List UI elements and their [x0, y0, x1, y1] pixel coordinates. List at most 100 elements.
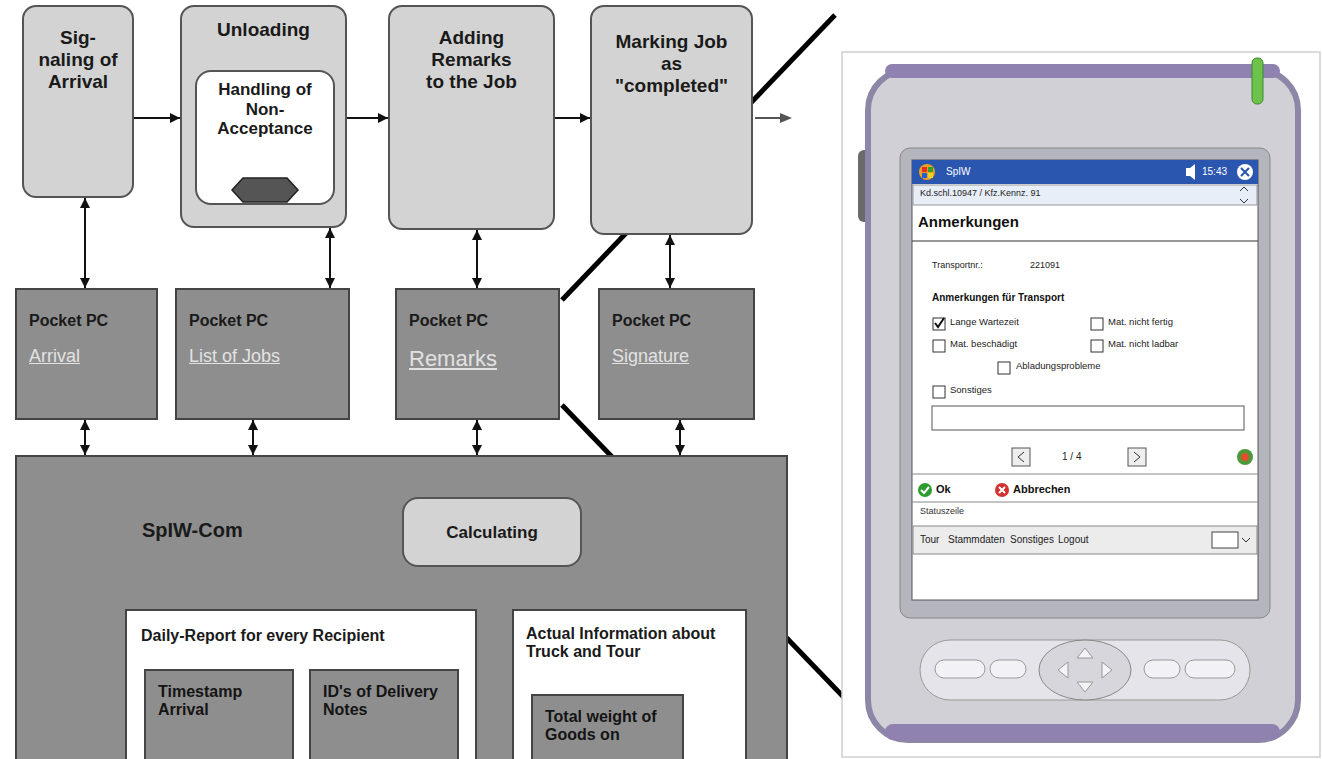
node-title: Daily-Report for every Recipient — [141, 627, 467, 645]
pocket-pc-device — [918, 483, 932, 497]
pocket-pc-device — [932, 406, 1244, 430]
node-title: SpIW-Com — [142, 519, 342, 542]
pocket-pc-device — [921, 487, 929, 493]
outgoing-arrow — [755, 117, 782, 119]
server-box: SpIW-Com CalculatingDaily-Report for ever… — [15, 455, 788, 759]
node-title: Pocket PC — [409, 312, 550, 330]
screen-text: Mat. beschädigt — [950, 339, 1017, 349]
pocket-pc-device — [1091, 340, 1103, 352]
pocket-pc-device — [1237, 164, 1253, 180]
node-title: Handling of Non- Acceptance — [206, 80, 324, 139]
pocket-pc-device — [912, 502, 1258, 503]
device-screen-box: Pocket PCSignature — [598, 288, 755, 420]
flow-arrow — [84, 198, 86, 288]
node-link: List of Jobs — [189, 346, 340, 367]
pocket-pc-device — [912, 474, 1258, 475]
flow-arrow — [679, 420, 681, 455]
pocket-pc-device — [933, 340, 945, 352]
screen-text: Sonstiges — [950, 385, 992, 395]
pocket-pc-device — [1185, 660, 1235, 678]
screen-text: 221091 — [1030, 261, 1060, 271]
screen-text: Transportnr.: — [932, 261, 983, 271]
flow-arrow — [555, 117, 590, 119]
node-title: Pocket PC — [189, 312, 340, 330]
data-field: ID's of Delivery Notes — [309, 669, 459, 759]
hexagon-symbol — [232, 178, 298, 202]
pocket-pc-device — [885, 724, 1280, 740]
node-title: Adding Remarks to the Job — [424, 27, 519, 93]
pocket-pc-device — [1242, 538, 1250, 542]
flow-arrow — [252, 420, 254, 455]
data-field: Timestamp Arrival — [144, 669, 294, 759]
node-title: Timestamp Arrival — [158, 683, 284, 720]
screen-text: Anmerkungen für Transport — [932, 292, 1064, 303]
pocket-pc-device — [928, 173, 933, 178]
pocket-pc-device — [900, 148, 1270, 618]
node-link: Arrival — [29, 346, 148, 367]
pocket-pc-device — [1212, 532, 1238, 548]
pocket-pc-device — [1039, 640, 1131, 700]
pocket-pc-device — [1134, 452, 1140, 462]
screen-text: Sonstiges — [1010, 534, 1054, 545]
pocket-pc-device — [1091, 318, 1103, 330]
flow-arrow — [329, 228, 331, 288]
screen-text: Abbrechen — [1013, 483, 1070, 495]
node-title: Marking Job as "completed" — [613, 31, 731, 97]
screen-text: Mat. nicht ladbar — [1108, 339, 1178, 349]
pocket-pc-device — [912, 241, 1258, 242]
pocket-pc-device — [922, 167, 927, 172]
pocket-pc-device — [928, 167, 933, 172]
pocket-pc-device — [868, 70, 1298, 740]
node-title: ID's of Delivery Notes — [323, 683, 449, 720]
pocket-pc-device — [935, 660, 985, 678]
process-step: Adding Remarks to the Job — [388, 5, 555, 230]
pocket-pc-device — [912, 160, 1258, 600]
pocket-pc-device — [995, 483, 1009, 497]
pocket-pc-device — [920, 640, 1250, 700]
pocket-pc-device — [1252, 58, 1263, 104]
flow-arrow — [84, 420, 86, 455]
screen-text: Logout — [1058, 534, 1089, 545]
process-step: UnloadingHandling of Non- Acceptance — [180, 5, 347, 228]
screen-text: Stammdaten — [948, 534, 1005, 545]
report-box: Daily-Report for every RecipientTimestam… — [125, 609, 477, 759]
pocket-pc-device — [1018, 452, 1024, 462]
screen-text: Abladungsprobleme — [1016, 361, 1101, 371]
node-title: Pocket PC — [29, 312, 148, 330]
screen-text: SpIW — [946, 166, 970, 177]
pocket-pc-device — [1240, 187, 1248, 203]
pocket-pc-device — [912, 160, 1258, 184]
process-box: Calculating — [402, 497, 582, 567]
flow-arrow — [476, 420, 478, 455]
screen-text: Kd.schl.10947 / Kfz.Kennz. 91 — [920, 189, 1041, 199]
node-title: Calculating — [410, 523, 574, 543]
node-title: Unloading — [188, 19, 339, 41]
data-field: Total weight of Goods on — [531, 694, 684, 759]
node-title: Sig- naling of Arrival — [38, 27, 118, 93]
process-step: Sig- naling of Arrival — [22, 5, 134, 198]
screen-text: Mat. nicht fertig — [1108, 317, 1173, 327]
pocket-pc-device — [935, 318, 944, 327]
screen-text: 15:43 — [1202, 166, 1227, 177]
pocket-pc-device — [990, 660, 1026, 678]
flow-arrow — [669, 235, 671, 288]
pocket-pc-device — [1237, 449, 1253, 465]
pocket-pc-device — [998, 362, 1010, 374]
node-title: Total weight of Goods on — [545, 708, 674, 745]
report-box: Actual Information about Truck and TourT… — [512, 609, 747, 759]
node-title: Actual Information about Truck and Tour — [526, 625, 726, 662]
node-link: Signature — [612, 346, 745, 367]
pocket-pc-device — [885, 64, 1280, 78]
device-screen-box: Pocket PC List of Jobs — [175, 288, 350, 420]
pocket-pc-device — [922, 173, 927, 178]
device-screen-box: Pocket PC Remarks — [395, 288, 560, 420]
device-screen-box: Pocket PC Arrival — [15, 288, 158, 420]
pocket-pc-device — [1144, 660, 1180, 678]
node-link: Remarks — [409, 346, 550, 371]
outgoing-arrow — [780, 113, 792, 123]
pocket-pc-device — [919, 164, 935, 180]
screen-text: Statuszeile — [920, 507, 964, 517]
pocket-pc-device — [1241, 453, 1249, 461]
pocket-pc-device — [999, 487, 1005, 493]
pocket-pc-device — [913, 526, 1257, 554]
